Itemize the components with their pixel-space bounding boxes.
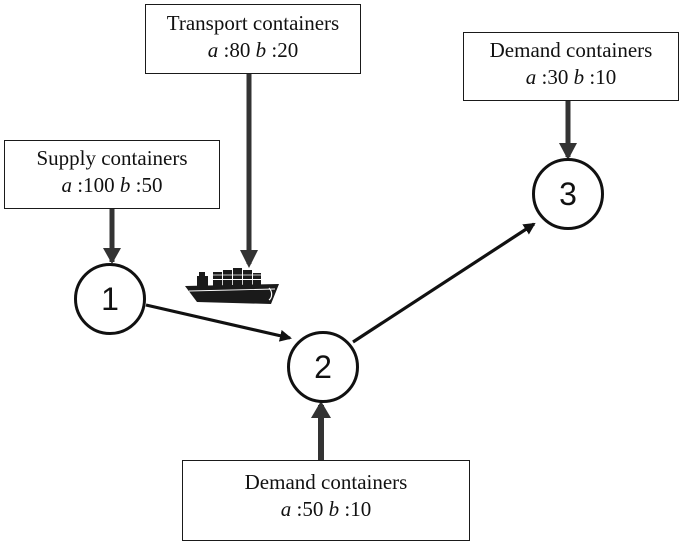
b-label: b xyxy=(255,37,267,62)
b-value: :50 xyxy=(135,172,163,197)
demand-containers-values: a :50 b :10 xyxy=(183,496,469,523)
supply-containers-box: Supply containers a :100 b :50 xyxy=(4,140,220,209)
supply-containers-values: a :100 b :50 xyxy=(5,172,219,199)
supply-to-node-1-arrowhead xyxy=(103,248,121,264)
a-value: :100 xyxy=(77,172,115,197)
b-label: b xyxy=(119,172,131,197)
node-2: 2 xyxy=(287,331,359,403)
a-label: a xyxy=(280,496,292,521)
a-value: :50 xyxy=(296,496,324,521)
transport-containers-title: Transport containers xyxy=(166,11,340,35)
container-ship-icon xyxy=(185,268,279,304)
supply-containers-title: Supply containers xyxy=(36,146,188,170)
demand-containers-title: Demand containers xyxy=(489,38,653,62)
b-value: :10 xyxy=(344,496,372,521)
edge-1-to-2 xyxy=(145,303,292,342)
demand-containers-title: Demand containers xyxy=(244,470,408,494)
b-label: b xyxy=(328,496,340,521)
transport-containers-box: Transport containers a :80 b :20 xyxy=(145,4,361,74)
b-label: b xyxy=(573,64,585,89)
node-3: 3 xyxy=(532,158,604,230)
edge-2-to-3 xyxy=(352,222,536,344)
b-value: :20 xyxy=(271,37,299,62)
a-value: :30 xyxy=(541,64,569,89)
a-label: a xyxy=(61,172,73,197)
demand-containers-values: a :30 b :10 xyxy=(464,64,678,91)
demand-2-arrowhead xyxy=(311,401,331,418)
a-label: a xyxy=(207,37,219,62)
demand-containers-box-node-3: Demand containers a :30 b :10 xyxy=(463,32,679,101)
transport-to-ship-arrowhead xyxy=(240,250,258,268)
node-1: 1 xyxy=(74,263,146,335)
a-label: a xyxy=(525,64,537,89)
b-value: :10 xyxy=(589,64,617,89)
transport-containers-values: a :80 b :20 xyxy=(146,37,360,64)
a-value: :80 xyxy=(223,37,251,62)
demand-3-arrowhead xyxy=(559,143,577,160)
demand-containers-box-node-2: Demand containers a :50 b :10 xyxy=(182,460,470,541)
